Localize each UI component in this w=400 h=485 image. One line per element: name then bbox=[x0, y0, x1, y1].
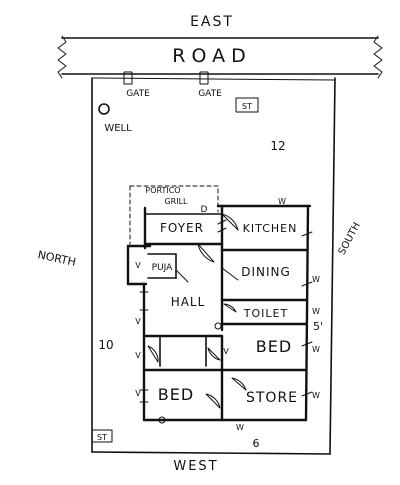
road-label: ROAD bbox=[172, 45, 251, 67]
compass-east-label: EAST bbox=[190, 14, 234, 30]
window-mark-toilet: W bbox=[312, 307, 320, 316]
road: ROAD bbox=[57, 35, 383, 79]
portico-label: PORTICO bbox=[145, 186, 180, 195]
window-mark-store: W bbox=[312, 391, 320, 400]
site-boundary bbox=[91, 77, 336, 455]
room-foyer-label: FOYER bbox=[160, 221, 204, 235]
st-box-top: ST bbox=[235, 97, 259, 113]
room-store-label: STORE bbox=[246, 390, 298, 406]
window-mark-bed-left: V bbox=[135, 389, 141, 398]
dim-west-setback: 6 bbox=[253, 437, 260, 450]
room-kitchen-label: KITCHEN bbox=[243, 222, 298, 235]
gate-left-label: GATE bbox=[126, 89, 150, 99]
dim-north-setback: 10 bbox=[98, 338, 113, 352]
window-mark-kitchen: W bbox=[278, 197, 286, 206]
compass-north-label: NORTH bbox=[36, 248, 77, 269]
portico-outline: PORTICO GRILL bbox=[129, 185, 219, 245]
window-mark-hall-lower: V bbox=[135, 351, 141, 360]
door-swings bbox=[147, 213, 247, 424]
window-marks bbox=[139, 219, 313, 403]
window-mark-west: W bbox=[236, 423, 244, 432]
grill-label: GRILL bbox=[164, 197, 188, 206]
window-mark-puja: V bbox=[135, 261, 141, 270]
room-toilet-label: TOILET bbox=[243, 307, 288, 320]
st-box-bottom: ST bbox=[91, 429, 113, 443]
well-icon bbox=[98, 103, 110, 115]
window-mark-bed-right: W bbox=[312, 345, 320, 354]
window-mark-hall: V bbox=[135, 317, 141, 326]
room-puja-label: PUJA bbox=[152, 263, 174, 273]
door-mark-foyer: D bbox=[201, 205, 208, 215]
gate-left: GATE bbox=[123, 71, 150, 99]
gate-right: GATE bbox=[198, 71, 222, 99]
window-mark-dining: W bbox=[312, 275, 320, 284]
dim-south-setback: 5' bbox=[313, 320, 323, 333]
st-bottom-label: ST bbox=[97, 433, 107, 442]
compass-west-label: WEST bbox=[173, 459, 218, 474]
gate-right-label: GATE bbox=[198, 89, 222, 99]
window-mark-corridor: V bbox=[223, 347, 229, 356]
well: WELL bbox=[98, 103, 132, 134]
room-dining-label: DINING bbox=[241, 265, 291, 279]
compass-south-label: SOUTH bbox=[337, 221, 363, 257]
well-label: WELL bbox=[104, 123, 132, 134]
room-hall-label: HALL bbox=[171, 295, 206, 309]
st-top-label: ST bbox=[242, 102, 252, 111]
room-bed-left-label: BED bbox=[158, 385, 194, 404]
room-bed-right-label: BED bbox=[256, 337, 292, 356]
dim-east-setback: 12 bbox=[270, 139, 285, 153]
